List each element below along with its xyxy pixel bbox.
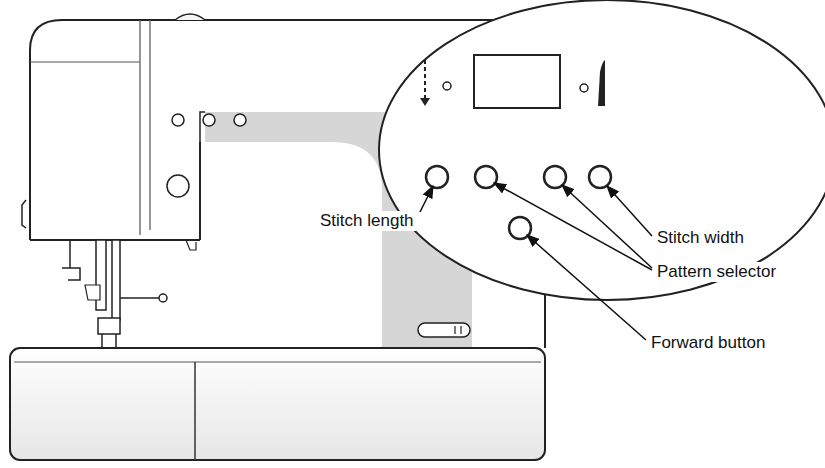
stitch-width-label: Stitch width <box>655 228 746 248</box>
stitch-length-label: Stitch length <box>318 211 416 231</box>
pattern-selector-label: Pattern selector <box>655 262 778 282</box>
forward-button-label: Forward button <box>649 333 767 353</box>
